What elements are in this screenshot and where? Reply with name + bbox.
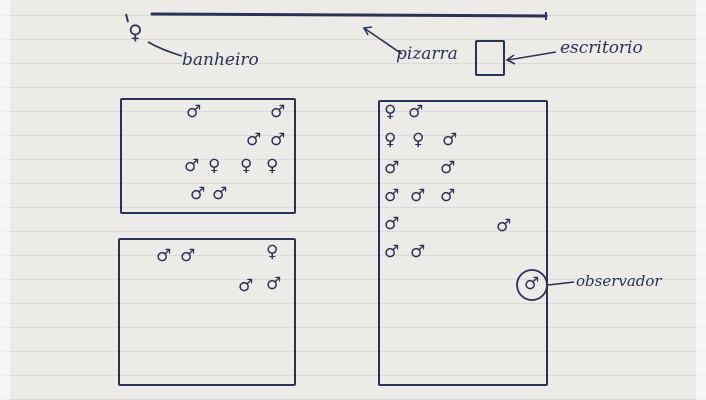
escritorio-arrow xyxy=(507,51,557,61)
banheiro-leader xyxy=(147,41,183,57)
male-symbol: ♂ xyxy=(410,242,426,262)
male-symbol: ♂ xyxy=(384,158,400,178)
banheiro-label: banheiro xyxy=(182,50,259,70)
female-symbol: ♀ xyxy=(384,102,397,122)
male-symbol: ♂ xyxy=(186,102,202,122)
female-symbol: ♀ xyxy=(266,242,279,262)
observador-leader xyxy=(547,281,575,286)
pizarra-label: pizarra xyxy=(396,44,458,64)
male-symbol: ♂ xyxy=(180,246,196,266)
male-symbol: ♂ xyxy=(212,184,228,204)
male-symbol: ♂ xyxy=(266,274,282,294)
female-symbol: ♀ xyxy=(266,156,279,176)
female-symbol: ♀ xyxy=(412,130,425,150)
observer-icon: ♂ xyxy=(524,274,540,294)
male-symbol: ♂ xyxy=(408,102,424,122)
male-symbol: ♂ xyxy=(442,130,458,150)
male-symbol: ♂ xyxy=(184,156,200,176)
female-symbol: ♀ xyxy=(208,156,221,176)
female-symbol: ♀ xyxy=(384,130,397,150)
male-symbol: ♂ xyxy=(238,276,254,296)
male-symbol: ♂ xyxy=(384,186,400,206)
escritorio-arrowhead xyxy=(505,54,516,65)
female-symbol: ♀ xyxy=(240,156,253,176)
pizarra-arrowhead xyxy=(362,26,373,36)
male-symbol: ♂ xyxy=(496,216,512,236)
male-symbol: ♂ xyxy=(440,186,456,206)
group-box-right xyxy=(378,100,548,386)
observador-label: observador xyxy=(576,272,662,290)
male-symbol: ♂ xyxy=(410,186,426,206)
male-symbol: ♂ xyxy=(190,184,206,204)
escritorio-label: escritorio xyxy=(560,38,643,58)
male-symbol: ♂ xyxy=(156,246,172,266)
board-tick xyxy=(125,13,129,23)
male-symbol: ♂ xyxy=(384,214,400,234)
desk xyxy=(475,40,505,76)
male-symbol: ♂ xyxy=(246,130,262,150)
bathroom-icon: ♀ xyxy=(128,20,143,44)
male-symbol: ♂ xyxy=(384,242,400,262)
male-symbol: ♂ xyxy=(270,102,286,122)
male-symbol: ♂ xyxy=(440,158,456,178)
group-box-top-left xyxy=(120,98,296,214)
male-symbol: ♂ xyxy=(270,130,286,150)
group-box-bottom-left xyxy=(118,238,296,386)
pizarra-arrow xyxy=(363,27,403,55)
board-line xyxy=(150,12,548,18)
